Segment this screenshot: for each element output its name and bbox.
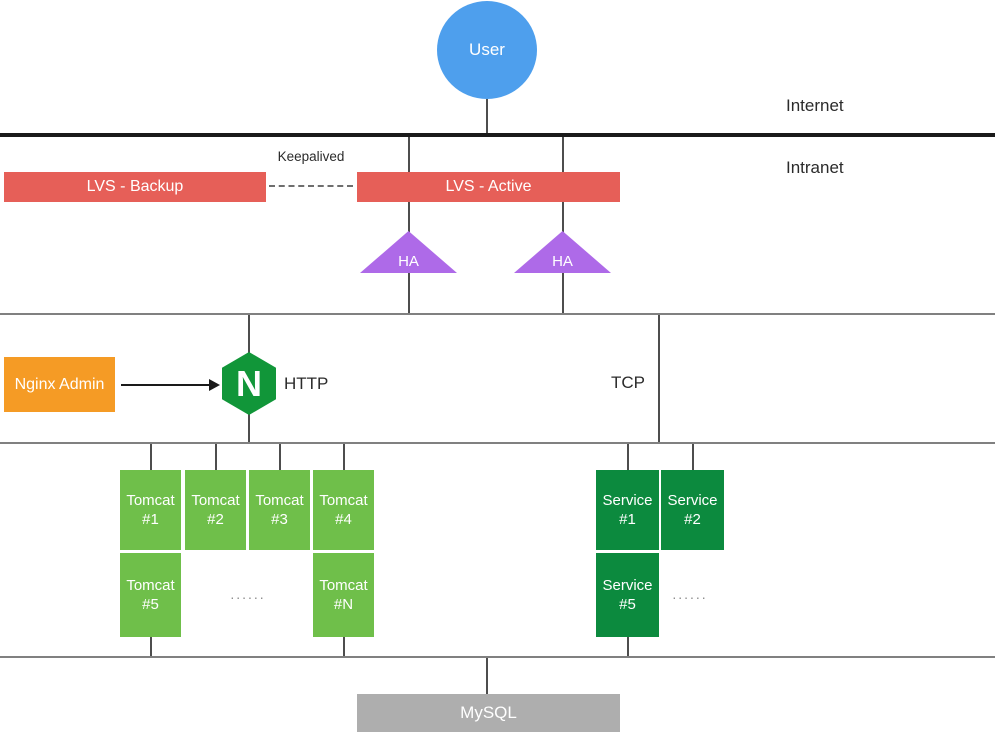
- tomcat-5-num: #5: [142, 596, 159, 613]
- http-label: HTTP: [284, 374, 329, 393]
- mysql-node: MySQL: [357, 694, 620, 732]
- service-1-name: Service: [602, 491, 653, 509]
- tomcat-2-num: #2: [207, 511, 224, 528]
- nginx-admin-node: Nginx Admin: [4, 357, 115, 412]
- connector-tomcat-1: [150, 444, 152, 470]
- tomcat-3-name: Tomcat: [255, 491, 304, 509]
- service-ellipsis: ......: [672, 586, 708, 602]
- nginx-icon: N: [222, 352, 276, 415]
- user-node-label: User: [469, 40, 505, 59]
- tomcat-5-to-db-line: [150, 637, 152, 657]
- service-5-to-db-line: [627, 637, 629, 657]
- tomcat-1-node: Tomcat #1: [120, 470, 181, 550]
- ha-left-label: HA: [398, 253, 419, 270]
- connector-tomcat-4: [343, 444, 345, 470]
- boundary-to-lvs-line-left: [408, 137, 410, 172]
- tomcat-2-node: Tomcat #2: [185, 470, 246, 550]
- tomcat-n-node: Tomcat #N: [313, 553, 374, 637]
- keepalived-label: Keepalived: [277, 149, 345, 164]
- internet-boundary-line: [0, 133, 995, 137]
- tomcat-3-num: #3: [271, 511, 288, 528]
- service-5-name: Service: [602, 576, 653, 594]
- ha-node-left: HA: [360, 231, 457, 273]
- connector-service-1: [627, 444, 629, 470]
- service-2-name: Service: [667, 491, 718, 509]
- service-5-num: #5: [619, 596, 636, 613]
- tomcat-n-name: Tomcat: [319, 576, 368, 594]
- service-2-num: #2: [684, 511, 701, 528]
- tomcat-1-num: #1: [142, 511, 159, 528]
- admin-to-nginx-arrow-line: [121, 384, 211, 386]
- proxy-tier-line: [0, 313, 995, 315]
- internet-zone-label: Internet: [786, 96, 844, 115]
- service-5-node: Service #5: [596, 553, 659, 637]
- tomcat-1-name: Tomcat: [126, 491, 175, 509]
- intranet-zone-label: Intranet: [786, 158, 844, 177]
- nginx-icon-letter: N: [236, 362, 262, 404]
- user-node: User: [437, 1, 537, 99]
- service-1-num: #1: [619, 511, 636, 528]
- service-2-node: Service #2: [661, 470, 724, 550]
- lvs-active-node: LVS - Active: [357, 172, 620, 202]
- tomcat-n-num: #N: [333, 596, 354, 613]
- connector-service-2: [692, 444, 694, 470]
- tomcat-2-name: Tomcat: [191, 491, 240, 509]
- db-connector-line: [486, 658, 488, 694]
- tomcat-n-to-db-line: [343, 637, 345, 657]
- user-to-internet-line: [486, 99, 488, 135]
- service-1-node: Service #1: [596, 470, 659, 550]
- tomcat-3-node: Tomcat #3: [249, 470, 310, 550]
- lvs-backup-label: LVS - Backup: [86, 178, 184, 195]
- app-tier-line: [0, 442, 995, 444]
- tcp-vertical-line: [658, 315, 660, 443]
- nginx-admin-label: Nginx Admin: [14, 375, 105, 393]
- mysql-label: MySQL: [460, 703, 517, 722]
- tomcat-4-name: Tomcat: [319, 491, 368, 509]
- boundary-to-lvs-line-right: [562, 137, 564, 172]
- connector-tomcat-2: [215, 444, 217, 470]
- keepalived-dashed-link: [269, 185, 353, 187]
- tcp-label: TCP: [611, 373, 645, 392]
- ha-node-right: HA: [514, 231, 611, 273]
- tomcat-4-node: Tomcat #4: [313, 470, 374, 550]
- admin-to-nginx-arrow-head: [209, 379, 220, 391]
- lvs-active-label: LVS - Active: [445, 178, 532, 195]
- tomcat-ellipsis: ......: [230, 586, 266, 602]
- tomcat-5-node: Tomcat #5: [120, 553, 181, 637]
- tomcat-4-num: #4: [335, 511, 352, 528]
- tomcat-5-name: Tomcat: [126, 576, 175, 594]
- ha-right-label: HA: [552, 253, 573, 270]
- data-tier-line: [0, 656, 995, 658]
- lvs-backup-node: LVS - Backup: [4, 172, 266, 202]
- connector-tomcat-3: [279, 444, 281, 470]
